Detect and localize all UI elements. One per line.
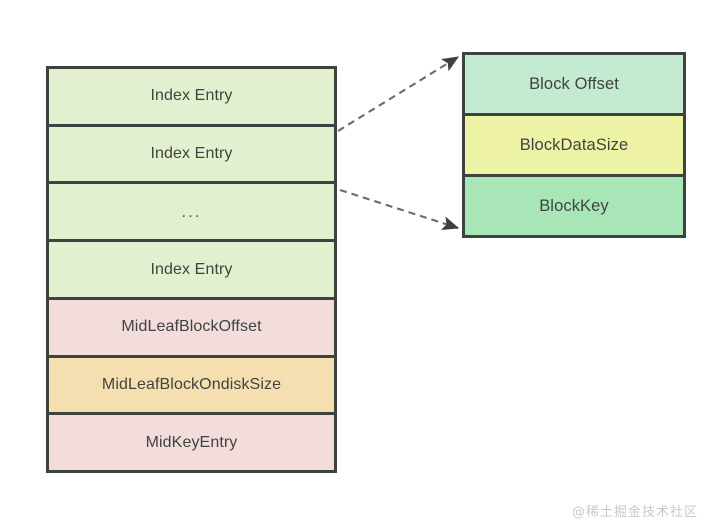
index-block: Index Entry Index Entry ... Index Entry … [46, 66, 337, 473]
index-block-row-label: MidLeafBlockOffset [121, 318, 262, 336]
index-block-row: Index Entry [49, 242, 334, 300]
index-block-row: Index Entry [49, 126, 334, 185]
index-block-row: MidLeafBlockOndiskSize [49, 357, 334, 416]
index-block-row-label: Index Entry [150, 145, 233, 163]
index-block-row-label: MidLeafBlockOndiskSize [101, 375, 282, 393]
index-block-row-label: Index Entry [150, 87, 233, 105]
index-block-row-ellipsis: ... [49, 184, 334, 243]
watermark: @稀土掘金技术社区 [571, 505, 698, 520]
entry-detail-row: BlockDataSize [465, 116, 683, 177]
index-entry-detail-block: Block Offset BlockDataSize BlockKey [462, 52, 686, 238]
index-block-row-label: MidKeyEntry [145, 433, 238, 451]
index-block-row: Index Entry [49, 69, 334, 127]
index-block-row: MidLeafBlockOffset [49, 299, 334, 358]
entry-detail-row: Block Offset [465, 55, 683, 116]
connector-arrow-bottom [339, 189, 460, 231]
index-block-row-label: ... [181, 201, 202, 221]
index-block-row: MidKeyEntry [49, 415, 334, 471]
entry-detail-row-label: BlockDataSize [519, 135, 629, 154]
entry-detail-row-label: Block Offset [529, 74, 619, 93]
entry-detail-row-label: BlockKey [539, 196, 609, 215]
connector-arrow-top [337, 56, 460, 132]
entry-detail-row: BlockKey [465, 177, 683, 235]
index-block-row-label: Index Entry [150, 260, 233, 278]
